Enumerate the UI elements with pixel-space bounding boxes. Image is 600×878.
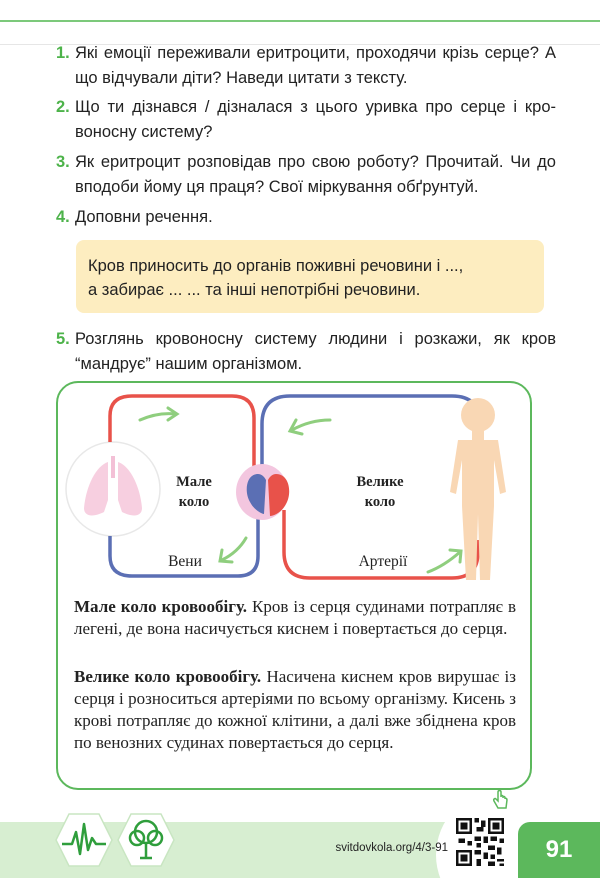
question-number: 1. [56, 44, 70, 62]
pulse-hexagon-icon [55, 813, 113, 867]
question-4: 4. Доповни речення. [56, 205, 556, 230]
fill-line-2: а забирає ... ... та інші непотрібні реч… [88, 281, 421, 299]
small-circle-label: Мале коло [164, 472, 224, 512]
question-2: 2. Що ти дізнався / дізналася з цього ур… [56, 95, 556, 145]
arrow-icon [218, 536, 248, 564]
top-rule [0, 44, 600, 45]
qr-code-icon[interactable] [456, 818, 504, 866]
hand-pointer-icon [493, 789, 508, 809]
question-number: 5. [56, 330, 70, 348]
big-circle-label-line: коло [364, 494, 396, 510]
small-circle-title: Мале коло кровообігу. [74, 597, 248, 616]
question-text: Які емоції переживали еритроцити, проход… [75, 44, 556, 87]
arrow-icon [287, 418, 332, 436]
top-bar [0, 0, 600, 22]
arrow-icon [426, 548, 463, 574]
circulation-diagram [65, 394, 506, 580]
small-circle-label-line: коло [178, 494, 210, 510]
systemic-artery-line [282, 510, 480, 580]
question-text: Розглянь кровоносну систему людини і роз… [75, 330, 556, 373]
big-circle-paragraph: Велике коло кровообігу. Насичена киснем … [74, 666, 516, 754]
question-3: 3. Як еритроцит розповідав про свою робо… [56, 150, 556, 200]
question-text: Доповни речення. [75, 208, 213, 226]
pulmonary-vein-line [108, 510, 260, 578]
resource-url[interactable]: svitdovkola.org/4/3-91 [335, 842, 448, 854]
pulmonary-artery-line [108, 394, 256, 476]
heart-icon [236, 464, 290, 520]
big-circle-text: Насичена киснем кров ви­рушає із серця і… [74, 667, 516, 752]
page-number: 91 [518, 822, 600, 878]
question-number: 4. [56, 208, 70, 226]
small-circle-paragraph: Мале коло кровообігу. Кров із серця суди… [74, 596, 516, 640]
question-number: 3. [56, 153, 70, 171]
question-text: Як еритроцит розповідав про свою роботу?… [75, 153, 556, 196]
big-circle-label-line: Велике [356, 474, 404, 490]
small-circle-text: Кров із серця судинами потрапляє в леген… [74, 597, 516, 638]
question-text: Що ти дізнався / дізналася з цього уривк… [75, 98, 556, 141]
lungs-icon [84, 456, 142, 516]
question-number: 2. [56, 98, 70, 116]
big-circle-label: Велике коло [340, 472, 420, 512]
human-body-icon [450, 398, 506, 580]
systemic-vein-line [260, 394, 482, 476]
fill-line-1: Кров приносить до органів поживні речови… [88, 257, 464, 275]
question-1: 1. Які емоції переживали еритроцити, про… [56, 41, 556, 91]
fill-in-sentence-box: Кров приносить до органів поживні речови… [76, 240, 544, 313]
veins-label: Вени [168, 553, 202, 570]
small-circle-label-line: Мале [176, 474, 212, 490]
tree-hexagon-icon [117, 813, 175, 867]
question-5: 5. Розглянь кровоносну систему людини і … [56, 327, 556, 377]
arrow-icon [138, 406, 180, 422]
big-circle-title: Велике коло кровообігу. [74, 667, 262, 686]
arteries-label: Артерії [358, 553, 408, 570]
